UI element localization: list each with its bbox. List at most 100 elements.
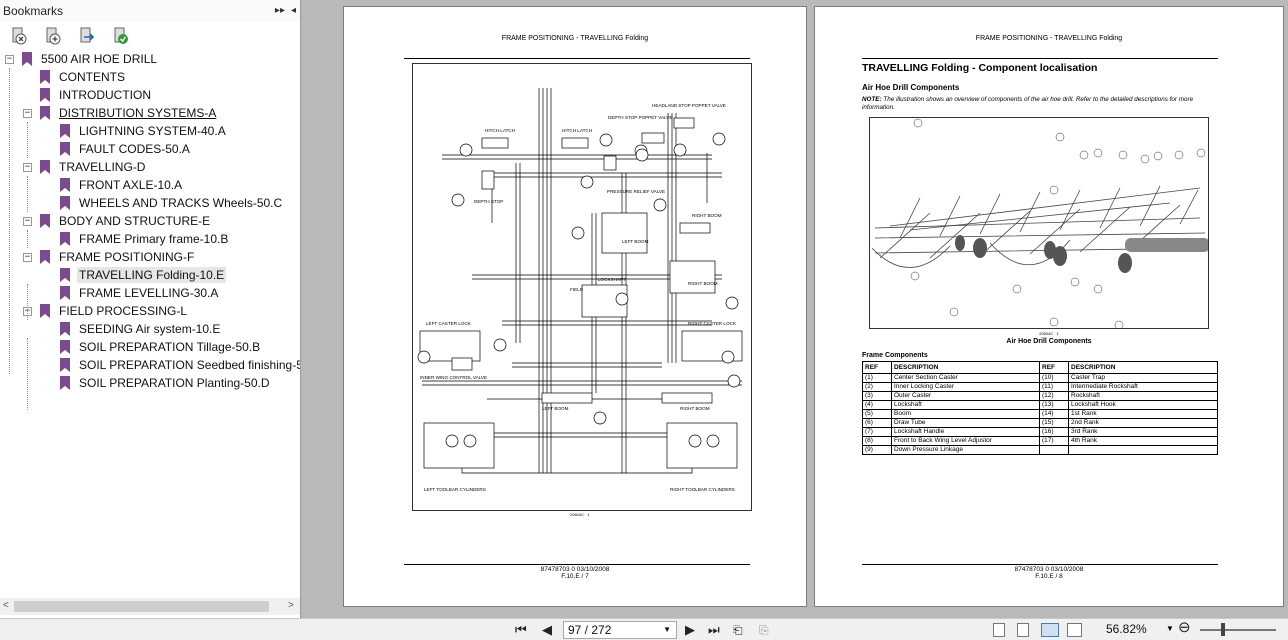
- table-cell: (7): [862, 427, 892, 437]
- table-cell: (2): [862, 382, 892, 392]
- scroll-right-icon[interactable]: >: [288, 600, 294, 611]
- bookmark-item[interactable]: INTRODUCTION: [40, 86, 153, 104]
- bookmark-item[interactable]: SOIL PREPARATION Tillage-50.B: [60, 338, 262, 356]
- bookmark-item[interactable]: FRONT AXLE-10.A: [60, 176, 184, 194]
- continuous-facing-view-icon[interactable]: [1067, 623, 1082, 637]
- table-cell: 3rd Rank: [1068, 427, 1218, 437]
- bookmark-icon: [60, 178, 70, 192]
- verify-bookmark-icon[interactable]: [110, 26, 130, 46]
- bookmark-item[interactable]: SOIL PREPARATION Planting-50.D: [60, 374, 272, 392]
- label-left-boom-2: LEFT BOOM: [542, 406, 569, 411]
- facing-view-icon[interactable]: [1041, 623, 1059, 637]
- table-row: (1)Center Section Caster(10)Caster Trap: [862, 373, 1218, 383]
- bookmark-label: TRAVELLING-D: [59, 160, 146, 174]
- label-hitch-latch-2: HITCH LATCH: [562, 128, 592, 133]
- bookmark-icon: [60, 340, 70, 354]
- collapse-toggle-icon[interactable]: −: [5, 54, 14, 64]
- table-cell: (4): [862, 400, 892, 410]
- bookmark-icon: [60, 124, 70, 138]
- first-page-icon[interactable]: ⏮: [515, 622, 527, 637]
- bookmark-item[interactable]: DISTRIBUTION SYSTEMS-A: [40, 104, 218, 122]
- bookmark-label: FRAME LEVELLING-30.A: [79, 286, 219, 300]
- table-cell: Draw Tube: [891, 418, 1040, 428]
- bookmark-item[interactable]: WHEELS AND TRACKS Wheels-50.C: [60, 194, 284, 212]
- bookmark-label: FAULT CODES-50.A: [79, 142, 190, 156]
- note-text: NOTE: The illustration shows an overview…: [862, 96, 1194, 111]
- label-field: FIELD: [570, 287, 584, 292]
- zoom-value[interactable]: 56.82%: [1106, 622, 1147, 636]
- zoom-slider[interactable]: [1200, 629, 1276, 631]
- bookmark-label: LIGHTNING SYSTEM-40.A: [79, 124, 226, 138]
- collapse-panel-button[interactable]: ◂: [290, 5, 296, 16]
- label-lockshaft: LOCKSHAFT: [598, 277, 626, 282]
- last-page-icon[interactable]: ⏭: [708, 622, 720, 637]
- zoom-dropdown-icon[interactable]: ▼: [1166, 624, 1174, 633]
- collapse-toggle-icon[interactable]: −: [23, 216, 32, 226]
- delete-bookmark-icon[interactable]: [8, 26, 28, 46]
- collapse-toggle-icon[interactable]: −: [23, 162, 32, 172]
- bookmark-item[interactable]: FRAME LEVELLING-30.A: [60, 284, 220, 302]
- label-inner-wing: INNER WING CONTROL VALVE: [420, 375, 487, 380]
- scroll-thumb[interactable]: [14, 601, 269, 612]
- bookmark-item[interactable]: SEEDING Air system-10.E: [60, 320, 222, 338]
- bookmark-item[interactable]: 5500 AIR HOE DRILL: [22, 50, 159, 68]
- table-row: (7)Lockshaft Handle(16)3rd Rank: [862, 427, 1218, 437]
- page-number-input[interactable]: 97 / 272 ▼: [563, 621, 677, 639]
- table-cell: (11): [1039, 382, 1069, 392]
- bookmark-item[interactable]: SOIL PREPARATION Seedbed finishing-5: [60, 356, 300, 374]
- label-left-caster-lock: LEFT CASTER LOCK: [426, 321, 472, 326]
- bookmark-label: TRAVELLING Folding-10.E: [77, 267, 227, 283]
- bookmark-item[interactable]: TRAVELLING Folding-10.E: [60, 266, 227, 284]
- bookmark-item[interactable]: CONTENTS: [40, 68, 127, 86]
- table-cell: (10): [1039, 373, 1069, 383]
- bookmarks-hscrollbar[interactable]: < >: [0, 598, 300, 615]
- collapse-toggle-icon[interactable]: −: [23, 108, 32, 118]
- bookmark-item[interactable]: FRAME Primary frame-10.B: [60, 230, 230, 248]
- previous-view-icon[interactable]: ⎗: [733, 623, 743, 637]
- bookmark-label: DISTRIBUTION SYSTEMS-A: [59, 106, 217, 120]
- goto-bookmark-icon[interactable]: [76, 26, 96, 46]
- page-dropdown-icon[interactable]: ▼: [663, 625, 671, 634]
- bookmark-item[interactable]: FIELD PROCESSING-L: [40, 302, 189, 320]
- zoom-out-icon[interactable]: ⊖: [1178, 619, 1191, 636]
- section-title: TRAVELLING Folding - Component localisat…: [862, 62, 1098, 74]
- table-cell: (12): [1039, 391, 1069, 401]
- bookmark-icon: [40, 250, 50, 264]
- expand-panel-button[interactable]: ▸▸: [274, 5, 285, 16]
- bookmark-item[interactable]: TRAVELLING-D: [40, 158, 147, 176]
- page-7: FRAME POSITIONING - TRAVELLING Folding: [343, 6, 807, 607]
- bottom-toolbar: ⏮ ◀ 97 / 272 ▼ ▶ ⏭ ⎗ ⎘ 56.82% ▼ ⊖: [0, 618, 1288, 640]
- bookmark-item[interactable]: BODY AND STRUCTURE-E: [40, 212, 212, 230]
- table-row: (4)Lockshaft(13)Lockshaft Hook: [862, 400, 1218, 410]
- next-page-icon[interactable]: ▶: [685, 622, 695, 637]
- zoom-slider-thumb[interactable]: [1221, 623, 1225, 636]
- bookmark-label: INTRODUCTION: [59, 88, 151, 102]
- table-cell: Inner Locking Caster: [891, 382, 1040, 392]
- bookmark-label: 5500 AIR HOE DRILL: [41, 52, 158, 66]
- collapse-toggle-icon[interactable]: −: [23, 252, 32, 262]
- bookmark-label: SOIL PREPARATION Tillage-50.B: [79, 340, 261, 354]
- scroll-left-icon[interactable]: <: [3, 600, 9, 611]
- next-view-icon[interactable]: ⎘: [759, 623, 769, 637]
- bookmark-icon: [40, 214, 50, 228]
- table-header: DESCRIPTION: [891, 361, 1040, 374]
- table-cell: [1068, 445, 1218, 455]
- table-cell: Outer Caster: [891, 391, 1040, 401]
- table-cell: (8): [862, 436, 892, 446]
- bookmark-label: SOIL PREPARATION Seedbed finishing-5: [79, 358, 300, 372]
- bookmarks-toolbar: [0, 22, 300, 50]
- table-cell: (6): [862, 418, 892, 428]
- add-bookmark-icon[interactable]: [42, 26, 62, 46]
- continuous-view-icon[interactable]: [1017, 623, 1029, 637]
- table-cell: Front to Back Wing Level Adjustor: [891, 436, 1040, 446]
- label-depth-stop-valve: DEPTH STOP POPPET VALVE: [608, 115, 672, 120]
- bookmark-item[interactable]: FAULT CODES-50.A: [60, 140, 192, 158]
- table-header-row: REF DESCRIPTION REF DESCRIPTION: [862, 361, 1218, 374]
- label-left-toolbar: LEFT TOOLBAR CYLINDERS: [424, 487, 486, 492]
- prev-page-icon[interactable]: ◀: [542, 622, 552, 637]
- page-footer-number: F.10.E / 8: [1035, 573, 1063, 580]
- single-page-view-icon[interactable]: [993, 623, 1005, 637]
- bookmark-icon: [60, 142, 70, 156]
- bookmark-item[interactable]: FRAME POSITIONING-F: [40, 248, 196, 266]
- bookmark-item[interactable]: LIGHTNING SYSTEM-40.A: [60, 122, 228, 140]
